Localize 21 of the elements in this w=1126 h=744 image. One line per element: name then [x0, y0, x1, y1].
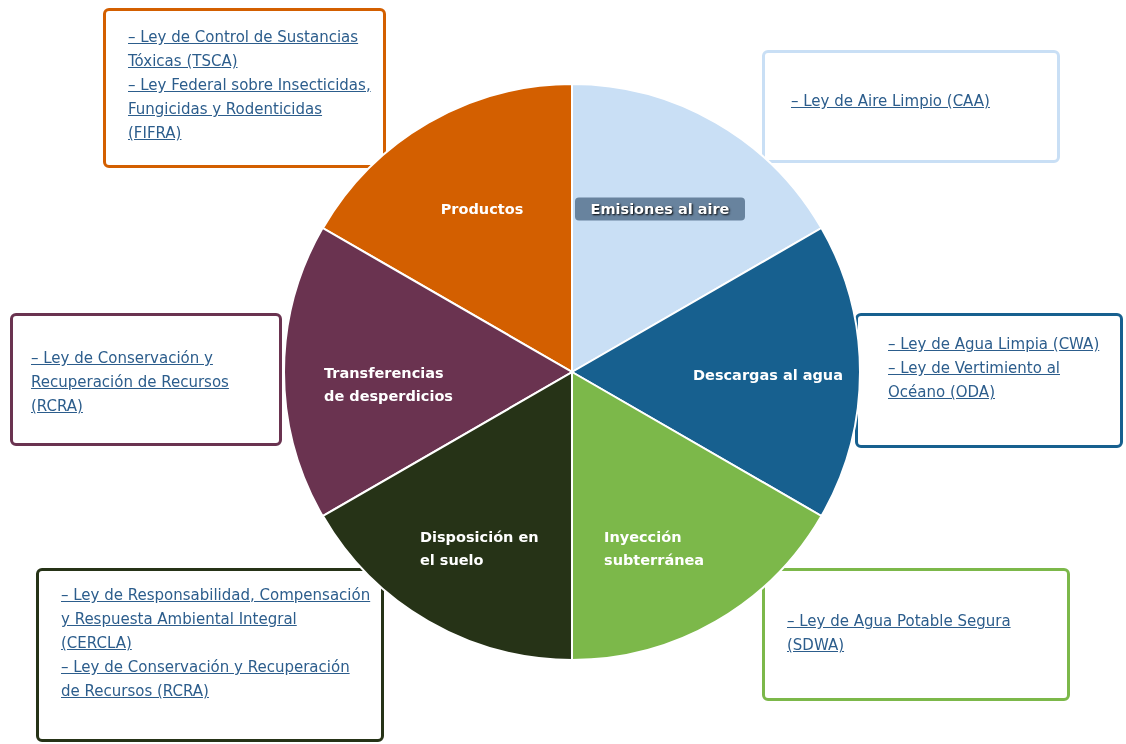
slice-label: Productos	[439, 199, 525, 219]
law-text: – Ley de Vertimiento al Océano (ODA)	[888, 358, 1061, 403]
law-text: – Ley de Conservación y Recuperación de Recursos (RCRA)	[61, 657, 351, 702]
law-box	[36, 568, 384, 742]
slice-label: Disposición en el suelo	[420, 528, 540, 570]
law-text: – Ley de Aire Limpio (CAA)	[791, 91, 991, 112]
law-text: – Ley de Agua Potable Segura (SDWA)	[787, 611, 1012, 656]
law-box	[762, 50, 1060, 163]
slice-label: Descargas al agua	[692, 365, 844, 385]
law-text: – Ley de Conservación y Recuperación de Recursos (RCRA)	[31, 348, 230, 417]
law-box	[10, 313, 282, 446]
slice-label: Emisiones al aire	[575, 197, 745, 221]
law-text: – Ley de Control de Sustancias Tóxicas (TSCA)	[128, 27, 360, 72]
law-text: – Ley Federal sobre Insecticidas, Fungicidas y Rodenticidas (FIFRA)	[128, 75, 371, 144]
slice-label: Transferencias de desperdicios	[324, 364, 454, 406]
law-text: – Ley de Agua Limpia (CWA)	[888, 334, 1101, 355]
slice-label: Inyección subterránea	[604, 528, 706, 570]
law-box	[103, 8, 386, 168]
law-box	[855, 313, 1123, 448]
law-text: – Ley de Responsabilidad, Compensación y Respuesta Ambiental Integral (CERCLA)	[61, 585, 371, 654]
law-box	[762, 568, 1070, 701]
